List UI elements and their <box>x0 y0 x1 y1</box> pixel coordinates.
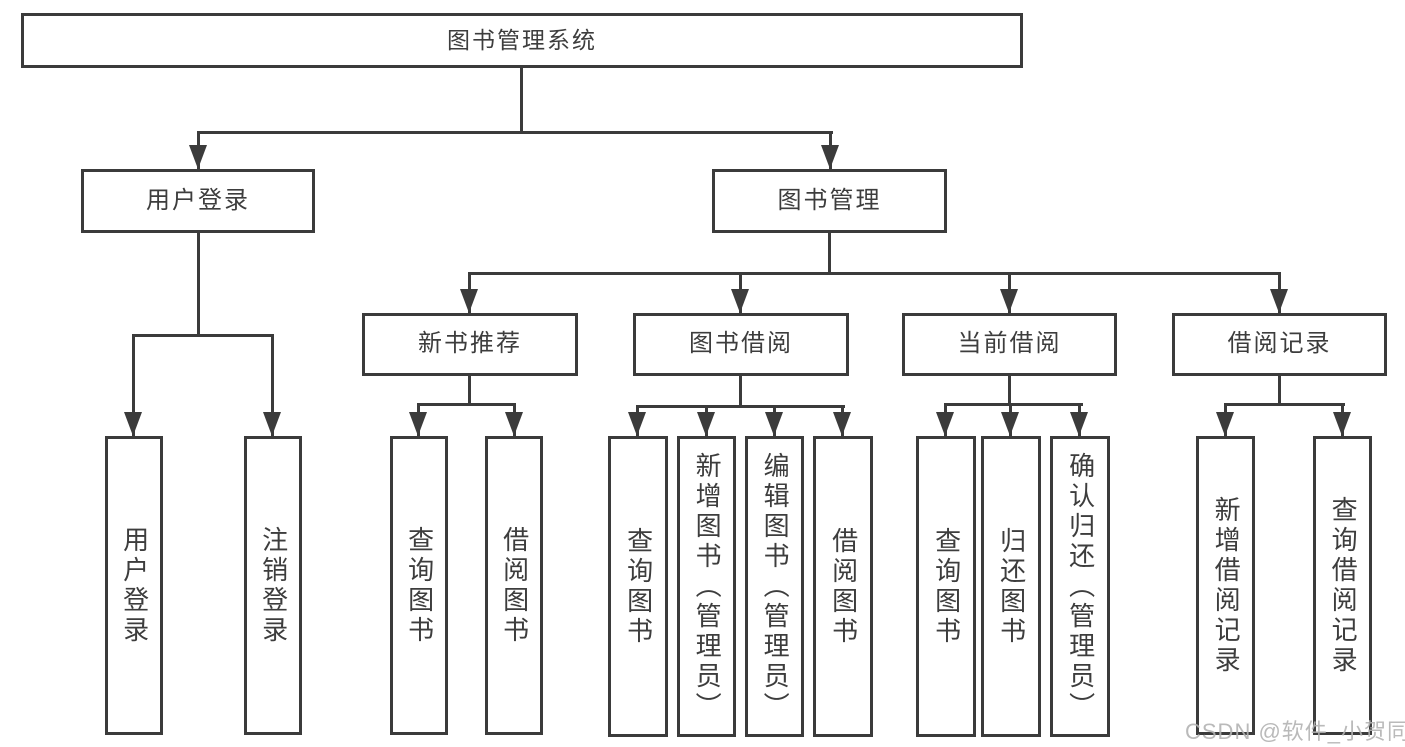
arrow-down-icon <box>765 412 783 436</box>
arrow-down-icon <box>505 412 523 436</box>
node-root-system: 图书管理系统 <box>21 13 1023 68</box>
arrow-down-icon <box>1000 289 1018 313</box>
connector-borrow-records-rail <box>1224 403 1345 406</box>
node-cb-query-books: 查询图书 <box>916 436 976 737</box>
connector-current-borrow-stem <box>1008 376 1011 406</box>
arrow-down-icon <box>124 412 142 436</box>
connector-new-book-rec-rail <box>417 403 516 406</box>
arrow-down-icon <box>833 412 851 436</box>
node-cb-confirm-return-admin: 确认归还（管理员） <box>1050 436 1110 737</box>
arrow-down-icon <box>936 412 954 436</box>
arrow-down-icon <box>731 289 749 313</box>
arrow-down-icon <box>189 145 207 169</box>
node-bb-query-books: 查询图书 <box>608 436 668 737</box>
node-borrowing-records: 借阅记录 <box>1172 313 1387 376</box>
arrow-down-icon <box>1333 412 1351 436</box>
connector-root-rail <box>197 131 833 134</box>
node-br-add-record: 新增借阅记录 <box>1196 436 1255 735</box>
arrow-down-icon <box>263 412 281 436</box>
node-nbr-query-books: 查询图书 <box>390 436 448 735</box>
node-current-borrowing: 当前借阅 <box>902 313 1117 376</box>
node-new-book-recommend: 新书推荐 <box>362 313 578 376</box>
connector-book-mgmt-stem <box>828 233 831 275</box>
node-bb-add-books-admin: 新增图书（管理员） <box>677 436 736 737</box>
connector-root-stem <box>520 68 523 134</box>
connector-user-login-stem <box>197 233 200 337</box>
node-cb-return-books: 归还图书 <box>981 436 1041 737</box>
connector-to-login <box>132 334 135 436</box>
connector-borrow-records-stem <box>1278 376 1281 406</box>
node-bb-edit-books-admin: 编辑图书（管理员） <box>745 436 804 737</box>
arrow-down-icon <box>628 412 646 436</box>
connector-book-borrow-rail <box>636 405 845 408</box>
node-bb-borrow-books: 借阅图书 <box>813 436 873 737</box>
connector-current-borrow-rail <box>944 403 1083 406</box>
node-logout-action: 注销登录 <box>244 436 302 735</box>
node-user-login-action: 用户登录 <box>105 436 163 735</box>
csdn-watermark: CSDN @软件_小贺同学 <box>1185 719 1405 744</box>
arrow-down-icon <box>409 412 427 436</box>
connector-book-mgmt-rail <box>468 272 1281 275</box>
arrow-down-icon <box>697 412 715 436</box>
connector-to-logout <box>271 334 274 436</box>
arrow-down-icon <box>1001 412 1019 436</box>
node-br-query-record: 查询借阅记录 <box>1313 436 1372 735</box>
node-nbr-borrow-books: 借阅图书 <box>485 436 543 735</box>
arrow-down-icon <box>821 145 839 169</box>
node-book-borrowing: 图书借阅 <box>633 313 849 376</box>
arrow-down-icon <box>1270 289 1288 313</box>
arrow-down-icon <box>1070 412 1088 436</box>
connector-user-login-rail <box>132 334 274 337</box>
connector-book-borrow-stem <box>739 376 742 408</box>
arrow-down-icon <box>460 289 478 313</box>
connector-new-book-rec-stem <box>468 376 471 406</box>
node-book-management: 图书管理 <box>712 169 947 233</box>
node-user-login: 用户登录 <box>81 169 315 233</box>
arrow-down-icon <box>1216 412 1234 436</box>
